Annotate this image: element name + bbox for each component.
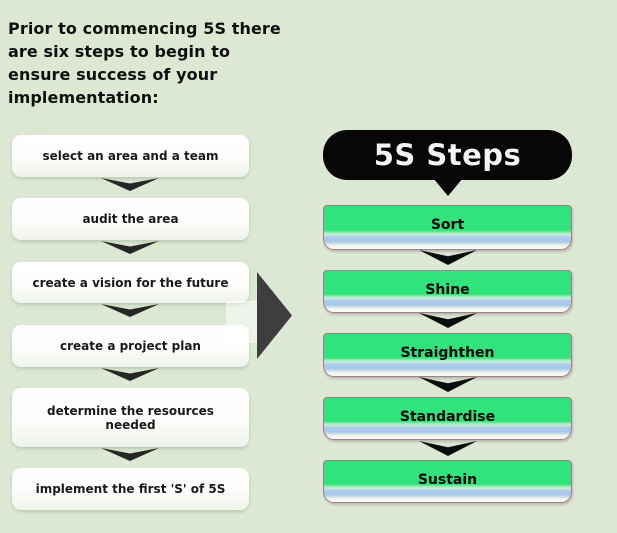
prep-step-label: implement the first 'S' of 5S xyxy=(35,482,226,496)
prep-step-label: select an area and a team xyxy=(42,149,219,163)
speech-bubble-tail-icon xyxy=(433,178,463,196)
down-arrow-icon xyxy=(101,178,159,191)
prep-step-label: audit the area xyxy=(82,212,179,226)
5s-steps-title: 5S Steps xyxy=(373,138,522,172)
prep-step-box: implement the first 'S' of 5S xyxy=(12,468,249,510)
prep-step-box: determine the resources needed xyxy=(12,388,249,447)
down-arrow-icon xyxy=(101,241,159,254)
5s-step-label: Straighthen xyxy=(400,345,495,361)
prep-step-label: create a vision for the future xyxy=(32,275,229,290)
intro-line: Prior to commencing 5S there xyxy=(8,19,281,38)
prep-step-box: create a project plan xyxy=(12,325,249,367)
5s-step-box: Shine xyxy=(323,270,572,313)
5s-steps-header: 5S Steps xyxy=(323,130,572,180)
down-arrow-icon xyxy=(101,368,159,381)
down-arrow-icon xyxy=(419,250,477,265)
down-arrow-icon xyxy=(419,313,477,328)
5s-step-box: Sustain xyxy=(323,460,572,503)
prep-step-box: select an area and a team xyxy=(12,135,249,177)
5s-step-label: Standardise xyxy=(399,409,496,425)
5s-step-label: Shine xyxy=(425,282,470,298)
prep-step-box: create a vision for the future xyxy=(12,262,249,303)
intro-text: Prior to commencing 5S there are six ste… xyxy=(8,17,318,109)
down-arrow-icon xyxy=(101,448,159,461)
down-arrow-icon xyxy=(101,304,159,317)
5s-step-label: Sustain xyxy=(417,472,478,488)
prep-step-box: audit the area xyxy=(12,198,249,240)
intro-line: implementation: xyxy=(8,88,159,107)
right-arrow-icon xyxy=(257,272,292,359)
prep-step-label: determine the resources needed xyxy=(47,403,214,432)
right-arrow-shaft xyxy=(226,301,258,343)
down-arrow-icon xyxy=(419,377,477,392)
5s-step-box: Sort xyxy=(323,205,572,250)
5s-step-box: Standardise xyxy=(323,397,572,440)
down-arrow-icon xyxy=(419,441,477,456)
intro-line: are six steps to begin to xyxy=(8,42,231,61)
prep-step-label: create a project plan xyxy=(60,339,201,353)
intro-line: ensure success of your xyxy=(8,65,218,84)
5s-step-box: Straighthen xyxy=(323,333,572,377)
5s-step-label: Sort xyxy=(430,217,465,233)
